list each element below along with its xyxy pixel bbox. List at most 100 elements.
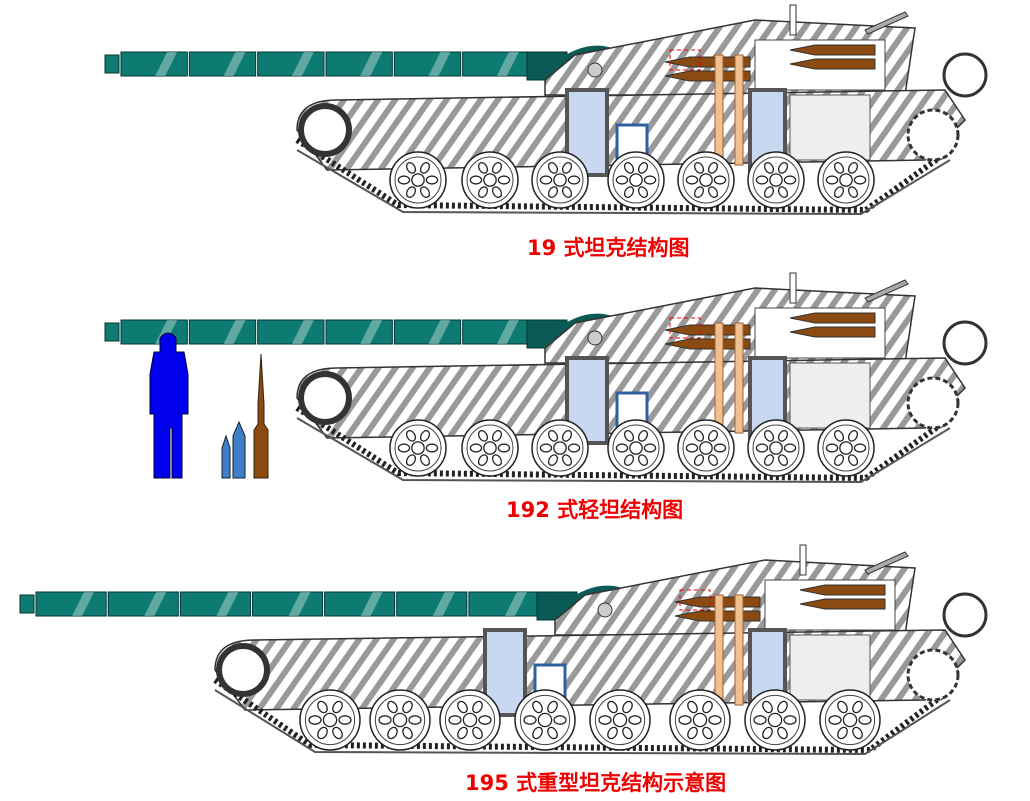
antenna: [799, 544, 807, 576]
wheel-hole: [317, 726, 328, 740]
wheel-hole: [777, 161, 789, 174]
wheel-hole: [763, 454, 775, 467]
barrel-segment: [120, 51, 188, 77]
wheel-hole: [567, 175, 581, 185]
barrel-segment: [393, 319, 462, 345]
road-wheel: [389, 419, 447, 477]
engine: [789, 634, 871, 701]
wheel-hole: [763, 186, 775, 199]
road-wheel: [607, 151, 665, 209]
barrel-segment: [257, 319, 325, 345]
idler-wheel: [298, 371, 352, 425]
barrel-segment: [188, 319, 257, 345]
turret-trunnion: [597, 602, 613, 618]
loader-highlight: [669, 49, 701, 71]
wheel-inner-rim: [612, 156, 660, 204]
wheel-hole: [472, 726, 483, 740]
wheel-hole: [708, 715, 722, 725]
barrel-segment: [179, 591, 251, 617]
wheel-hole: [828, 715, 842, 725]
barrel-shine: [360, 592, 383, 616]
wheel-hole: [532, 726, 543, 740]
antenna: [789, 272, 797, 304]
wheel-hole: [477, 429, 489, 442]
road-wheel: [369, 689, 431, 751]
wheel-hole: [561, 186, 573, 199]
wheel-hub: [692, 712, 708, 728]
wheel-inner-rim: [682, 424, 730, 472]
wheel-hole: [561, 429, 573, 442]
wheel-hub: [612, 712, 628, 728]
wheel-hole: [693, 161, 705, 174]
wheel-hole: [707, 454, 719, 467]
wheel-hole: [419, 161, 431, 174]
roof-machine-gun: [864, 279, 909, 303]
wheel-hole: [547, 700, 558, 714]
autoloader-rail: [734, 322, 744, 434]
wheel-inner-rim: [594, 694, 646, 746]
wheel-hole: [783, 175, 797, 185]
barrel-shine: [428, 52, 451, 76]
gun-barrel: [19, 585, 640, 621]
loader-highlight: [679, 589, 711, 611]
autoloader-rail: [734, 594, 744, 706]
wheel-hole: [419, 454, 431, 467]
wheel-hole: [763, 161, 775, 174]
wheel-hole: [837, 726, 848, 740]
wheel-hole: [472, 700, 483, 714]
wheel-hole: [425, 443, 439, 453]
barrel-shine: [428, 320, 451, 344]
tank-192: [104, 272, 988, 484]
wheel-hub: [462, 712, 478, 728]
wheel-hole: [853, 175, 867, 185]
return-roller: [942, 592, 988, 638]
wheel-hole: [491, 429, 503, 442]
track-outline: [214, 689, 951, 756]
bustle-shell: [789, 58, 876, 70]
wheel-hole: [837, 700, 848, 714]
wheel-hole: [713, 443, 727, 453]
barrel-segment: [393, 51, 462, 77]
muzzle-brake: [19, 594, 35, 614]
road-wheel: [817, 419, 875, 477]
wheel-hole: [702, 700, 713, 714]
road-wheel: [817, 151, 875, 209]
wheel-hole: [497, 443, 511, 453]
wheel-hole: [702, 726, 713, 740]
wheel-hole: [777, 726, 788, 740]
barrel-segment: [462, 51, 530, 77]
track-outline: [296, 149, 951, 216]
wheel-hole: [637, 161, 649, 174]
drive-sprocket: [906, 648, 960, 702]
wheel-hole: [833, 186, 845, 199]
tank-195: [19, 544, 988, 756]
wheel-hub: [842, 712, 858, 728]
wheel-hole: [637, 454, 649, 467]
road-wheel: [461, 151, 519, 209]
barrel-segment: [120, 319, 188, 345]
barrel-segment: [462, 319, 530, 345]
barrel-shine: [496, 320, 519, 344]
wheel-hole: [477, 161, 489, 174]
wheel-inner-rim: [536, 156, 584, 204]
barrel-shine: [432, 592, 455, 616]
road-wheel: [531, 151, 589, 209]
wheel-hole: [408, 715, 422, 725]
medium-shell: [232, 420, 246, 479]
bustle-shell: [799, 598, 886, 610]
return-roller: [942, 52, 988, 98]
wheel-hole: [777, 700, 788, 714]
return-roller: [942, 320, 988, 366]
engine: [789, 94, 871, 161]
wheel-hub: [699, 173, 713, 187]
wheel-hole: [777, 454, 789, 467]
wheel-hole: [622, 700, 633, 714]
wheel-hole: [469, 443, 483, 453]
barrel-segment: [325, 319, 393, 345]
wheel-inner-rim: [749, 694, 801, 746]
tank-19: [104, 4, 988, 216]
wheel-hole: [777, 429, 789, 442]
wheel-hole: [561, 161, 573, 174]
wheel-inner-rim: [682, 156, 730, 204]
